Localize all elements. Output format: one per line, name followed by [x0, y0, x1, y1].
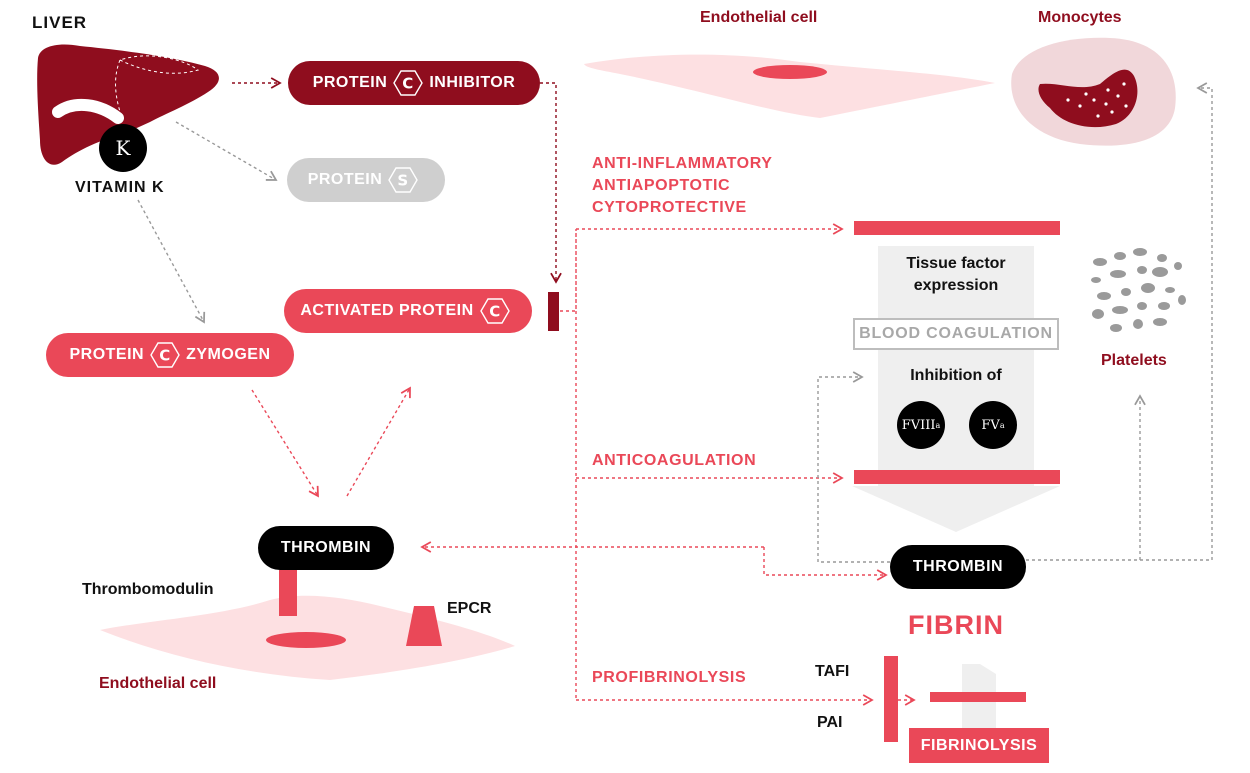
activated-protein-c-pill: ACTIVATED PROTEIN C — [284, 289, 532, 333]
activated-protein-c-left: ACTIVATED PROTEIN — [300, 302, 474, 319]
endothelial-cell-top-label: Endothelial cell — [700, 9, 818, 26]
protein-c-inhibitor-pill: PROTEIN C INHIBITOR — [288, 61, 540, 105]
tafi-label: TAFI — [815, 663, 850, 680]
tafi-pai-blocker — [884, 656, 898, 742]
arrow-inhibitor-to-apc — [540, 82, 562, 284]
arrow-to-thrombin-right — [763, 547, 888, 581]
arrow-thrombin-to-inhibition — [817, 371, 890, 563]
liver-label: LIVER — [32, 13, 88, 32]
epcr-receptor — [406, 606, 442, 646]
endothelial-cell-bottom-nucleus — [266, 632, 346, 648]
protein-c-zymogen-symbol: C — [159, 347, 171, 365]
fibrin-label: FIBRIN — [908, 610, 1004, 640]
effect-antiapoptotic: ANTIAPOPTOTIC — [592, 177, 731, 194]
arrow-liver-to-protein-s — [175, 121, 278, 181]
apc-blocker — [548, 292, 559, 331]
activated-protein-c-symbol: C — [489, 303, 501, 321]
factor-fviiia-main: FVIII — [901, 417, 936, 433]
arrow-vitamin-k-to-zymogen — [137, 199, 206, 324]
tissue-factor-line-1: Tissue factor — [906, 255, 1006, 272]
fibrinolysis-bar — [930, 692, 1026, 702]
epcr-label: EPCR — [447, 600, 492, 617]
hexagon-icon: C — [150, 342, 180, 368]
protein-s-left: PROTEIN — [307, 171, 383, 188]
platelets-label: Platelets — [1101, 352, 1167, 369]
factor-fviiia-sub: a — [935, 420, 941, 430]
inhibition-of-label: Inhibition of — [910, 367, 1002, 384]
arrow-thrombin-to-apc — [346, 386, 411, 497]
platelets-cluster — [1091, 248, 1186, 332]
factor-fva-sub: a — [999, 420, 1005, 430]
factor-fva-main: FV — [981, 417, 1000, 433]
coagulation-column — [852, 246, 1060, 532]
effect-anti-inflammatory: ANTI-INFLAMMATORY — [592, 155, 773, 172]
tissue-factor-line-2: expression — [913, 277, 999, 294]
protein-c-inhibitor-left: PROTEIN — [312, 74, 388, 91]
arrow-apc-branch-trunk — [560, 229, 577, 700]
thrombomodulin-label: Thrombomodulin — [82, 581, 214, 598]
protein-c-zymogen-pill: PROTEIN C ZYMOGEN — [46, 333, 294, 377]
protein-s-pill: PROTEIN S — [287, 158, 445, 202]
monocyte-granules — [1066, 82, 1128, 118]
arrow-thrombin-to-monocytes — [1140, 82, 1213, 561]
thrombin-right-pill: THROMBIN — [890, 545, 1026, 589]
endothelial-cell-bottom-label: Endothelial cell — [99, 675, 217, 692]
thrombin-left-pill: THROMBIN — [258, 526, 394, 570]
protein-c-inhibitor-right: INHIBITOR — [429, 74, 516, 91]
pai-label: PAI — [817, 714, 843, 731]
liver-shape — [37, 44, 219, 165]
hexagon-icon: C — [479, 298, 510, 324]
hexagon-icon: S — [388, 167, 419, 193]
vitamin-k-label: VITAMIN K — [75, 179, 165, 196]
effect-cytoprotective: CYTOPROTECTIVE — [592, 199, 747, 216]
protein-s-symbol: S — [398, 172, 409, 190]
blood-coagulation-box: BLOOD COAGULATION — [853, 318, 1059, 350]
endothelial-cell-top-nucleus — [753, 65, 827, 79]
inhibition-bar-top — [854, 221, 1060, 235]
vitamin-k-circle: K — [99, 124, 147, 172]
endothelial-cell-top-shape — [584, 54, 995, 118]
protein-c-zymogen-left: PROTEIN — [69, 346, 145, 363]
anticoagulation-label: ANTICOAGULATION — [592, 452, 757, 469]
protein-c-zymogen-right: ZYMOGEN — [186, 346, 271, 363]
protein-c-inhibitor-symbol: C — [403, 75, 415, 93]
fibrinolysis-box: FIBRINOLYSIS — [909, 728, 1049, 763]
inhibition-bar-bottom — [854, 470, 1060, 484]
profibrinolysis-label: PROFIBRINOLYSIS — [592, 669, 747, 686]
thrombomodulin-receptor — [279, 570, 297, 616]
monocytes-label: Monocytes — [1038, 9, 1122, 26]
liver-lobe-outline — [115, 55, 200, 119]
arrow-zymogen-to-thrombin — [251, 389, 319, 498]
liver-fissure — [52, 98, 124, 124]
hexagon-icon: C — [393, 70, 424, 96]
